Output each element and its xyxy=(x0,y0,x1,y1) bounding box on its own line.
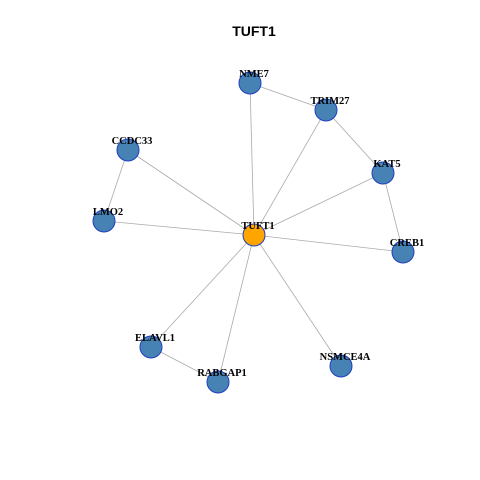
node-nsmce4a: NSMCE4A xyxy=(320,352,371,378)
node-circle-tuft1 xyxy=(242,223,266,247)
node-ccdc33: CCDC33 xyxy=(112,136,153,162)
edge-nme7-trim27 xyxy=(249,82,327,111)
edge-tuft1-kat5 xyxy=(253,172,384,236)
edge-layer xyxy=(103,82,404,383)
node-layer: TUFT1 NME7TRIM27CCDC33KAT5LMO2CREB1ELAVL1… xyxy=(92,69,424,394)
node-tuft1: TUFT1 xyxy=(241,221,275,247)
edge-tuft1-trim27 xyxy=(253,109,327,236)
edge-tuft1-elavl1 xyxy=(150,234,255,348)
node-circle-kat5 xyxy=(371,161,395,185)
node-label-nme7: NME7 xyxy=(239,69,269,80)
node-circle-nsmce4a xyxy=(329,354,353,378)
node-label-tuft1: TUFT1 xyxy=(241,221,274,232)
edge-trim27-kat5 xyxy=(325,109,384,174)
node-creb1: CREB1 xyxy=(390,238,424,264)
node-elavl1: ELAVL1 xyxy=(135,333,175,359)
node-kat5: KAT5 xyxy=(371,159,401,185)
edge-kat5-creb1 xyxy=(382,172,404,253)
edge-elavl1-rabgap1 xyxy=(150,346,219,383)
edge-tuft1-nsmce4a xyxy=(253,234,342,367)
edge-tuft1-creb1 xyxy=(253,234,404,253)
edge-tuft1-lmo2 xyxy=(103,220,255,236)
node-rabgap1: RABGAP1 xyxy=(197,368,247,394)
edge-tuft1-rabgap1 xyxy=(217,234,255,383)
node-label-trim27: TRIM27 xyxy=(310,96,349,107)
node-lmo2: LMO2 xyxy=(92,207,123,233)
node-circle-lmo2 xyxy=(92,209,116,233)
node-circle-creb1 xyxy=(391,240,415,264)
node-circle-trim27 xyxy=(314,98,338,122)
node-label-creb1: CREB1 xyxy=(390,238,424,249)
node-label-nsmce4a: NSMCE4A xyxy=(320,352,371,363)
graph-title: TUFT1 xyxy=(232,23,276,39)
node-label-lmo2: LMO2 xyxy=(93,207,123,218)
node-nme7: NME7 xyxy=(238,69,269,95)
node-circle-ccdc33 xyxy=(116,138,140,162)
edge-tuft1-ccdc33 xyxy=(127,149,255,236)
node-label-kat5: KAT5 xyxy=(373,159,400,170)
node-label-elavl1: ELAVL1 xyxy=(135,333,175,344)
edge-tuft1-nme7 xyxy=(249,82,255,236)
edge-ccdc33-lmo2 xyxy=(103,149,129,222)
node-circle-elavl1 xyxy=(139,335,163,359)
node-label-ccdc33: CCDC33 xyxy=(112,136,153,147)
node-label-rabgap1: RABGAP1 xyxy=(197,368,247,379)
node-circle-rabgap1 xyxy=(206,370,230,394)
node-trim27: TRIM27 xyxy=(310,96,350,122)
node-circle-nme7 xyxy=(238,71,262,95)
